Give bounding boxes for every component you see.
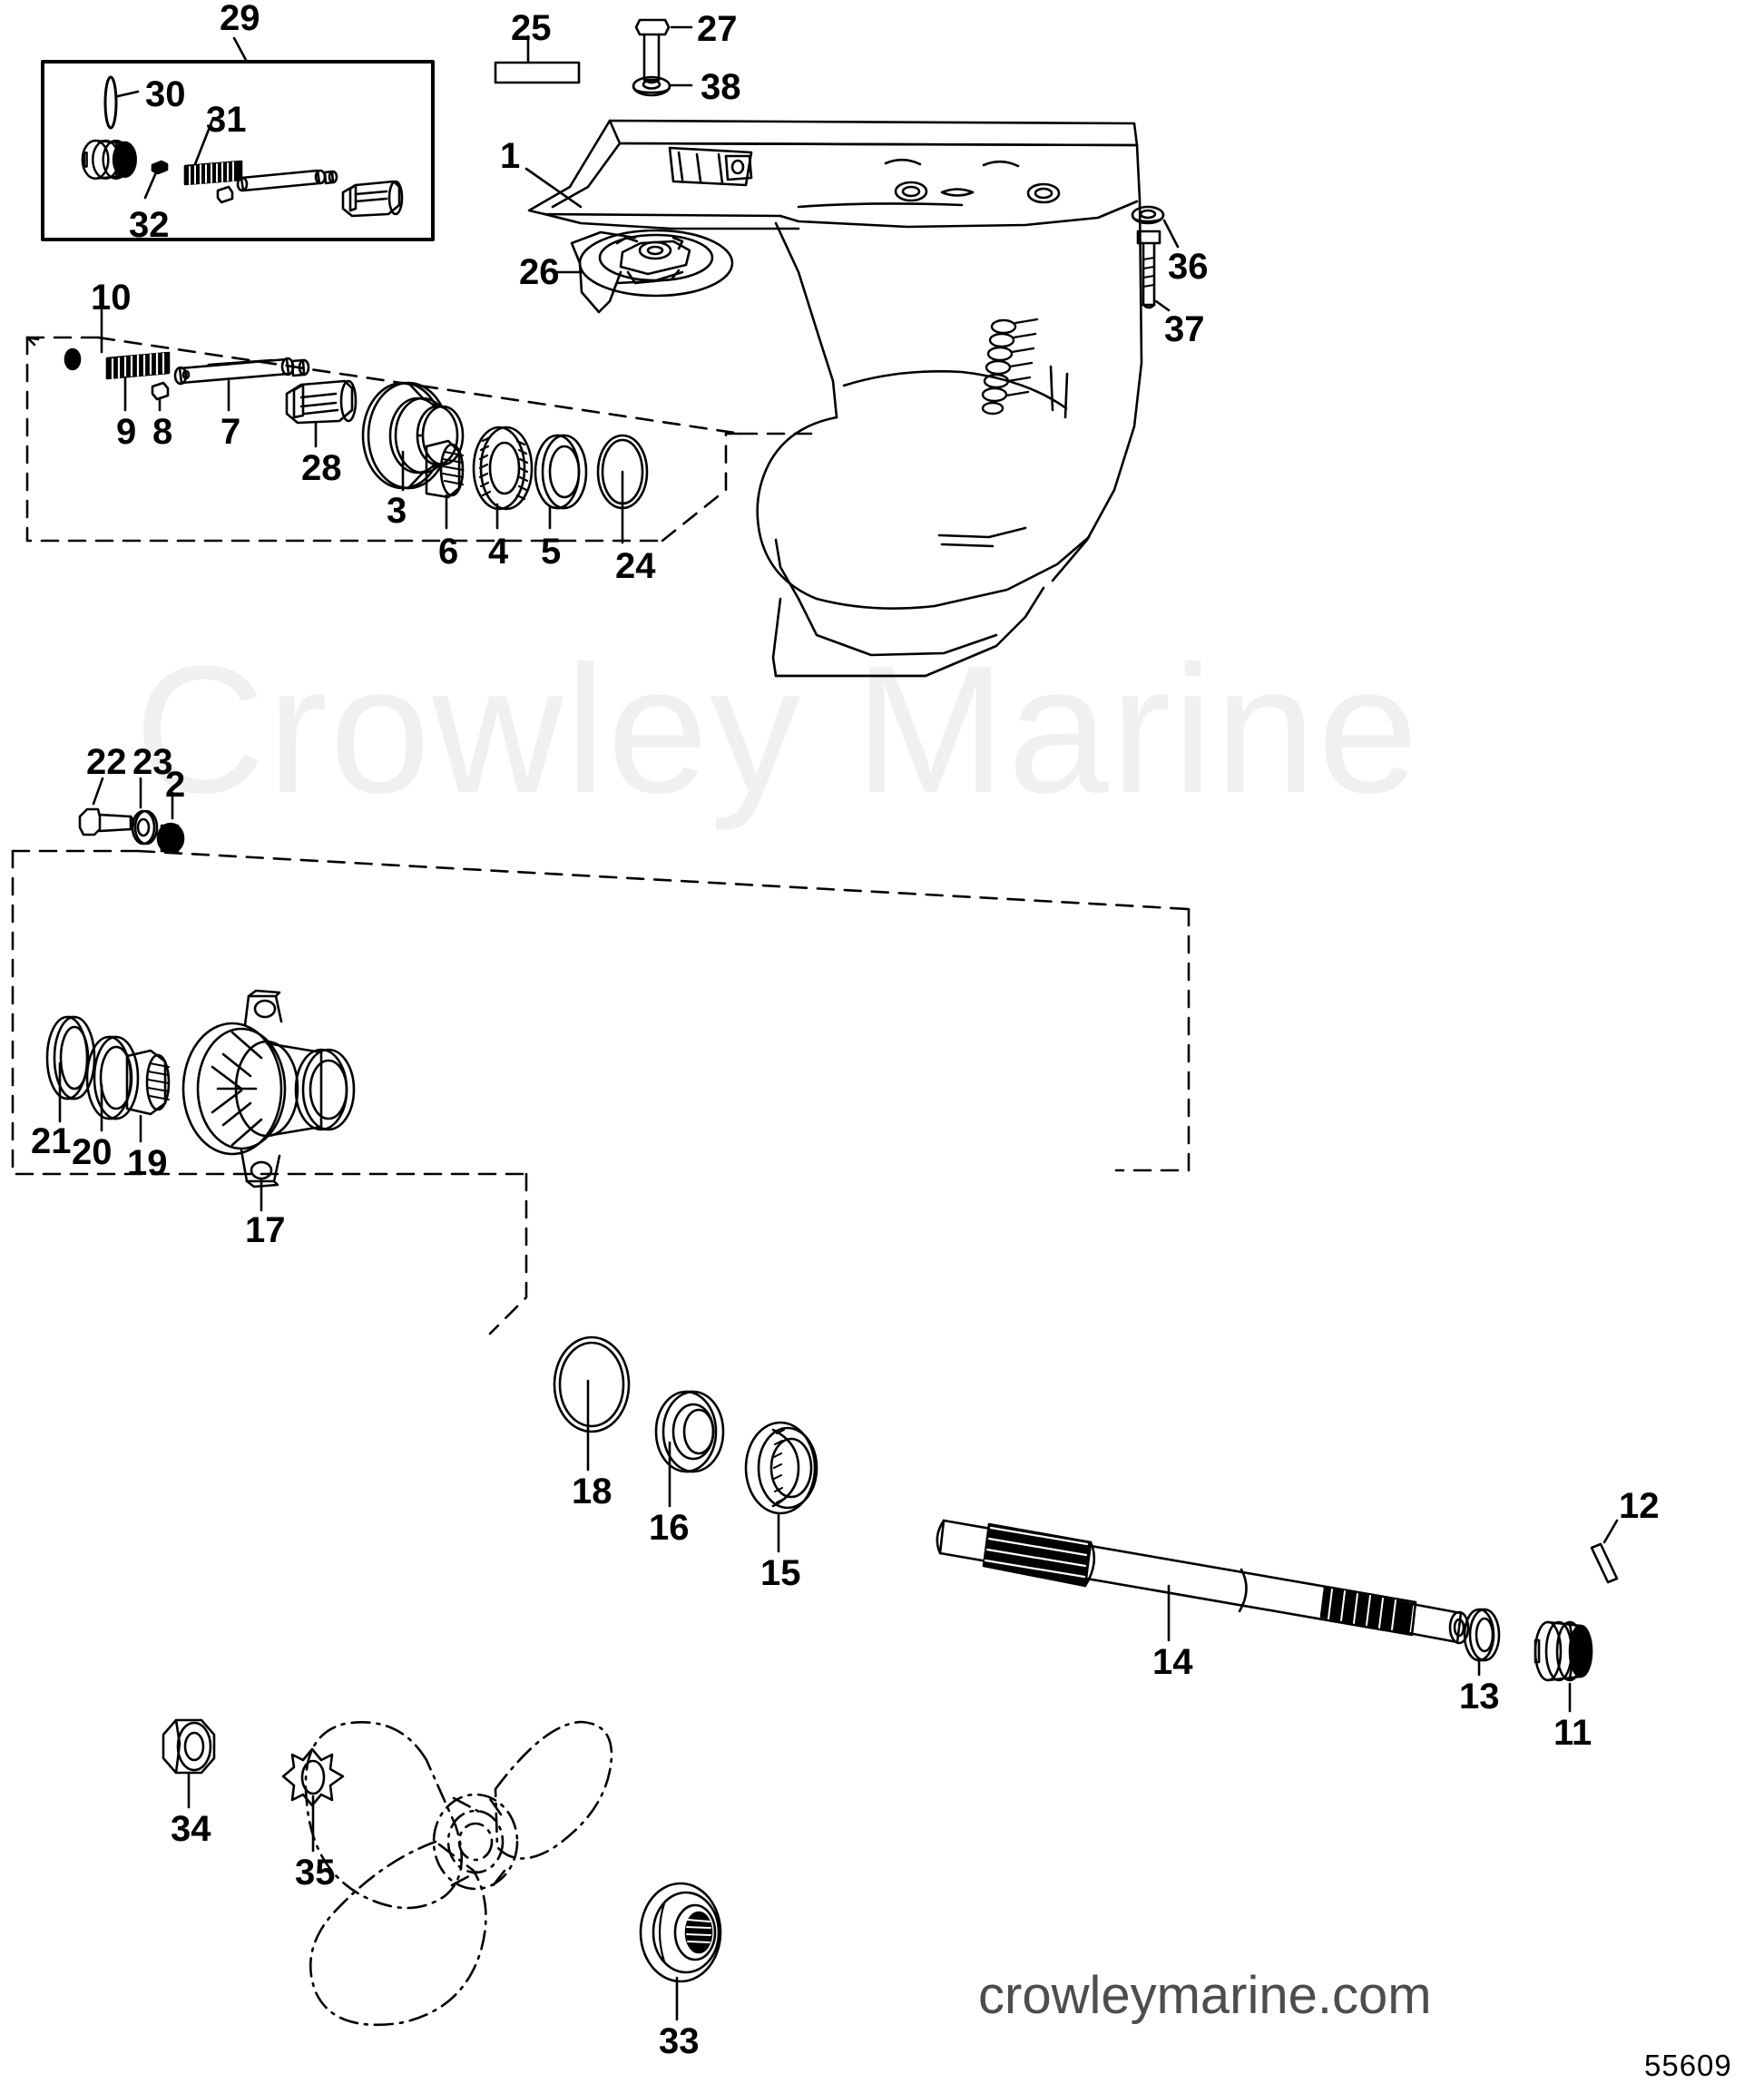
callout-35: 35	[295, 1853, 336, 1893]
callout-17: 17	[245, 1210, 286, 1250]
watermark-text: Crowley Marine	[134, 629, 1421, 831]
callout-20: 20	[72, 1132, 113, 1172]
callout-8: 8	[152, 412, 173, 452]
callout-27: 27	[697, 9, 738, 49]
drawing-number: 55609	[1644, 2049, 1732, 2082]
callout-36: 36	[1168, 247, 1209, 287]
callout-28: 28	[301, 448, 342, 488]
callout-32: 32	[129, 205, 170, 245]
callout-31: 31	[206, 100, 247, 140]
callout-5: 5	[541, 532, 562, 572]
callout-11: 11	[1553, 1713, 1592, 1753]
site-url-text: crowleymarine.com	[978, 1966, 1432, 2025]
callout-26: 26	[519, 252, 560, 292]
callout-30: 30	[145, 74, 186, 114]
callout-34: 34	[171, 1809, 211, 1849]
callout-4: 4	[488, 532, 509, 572]
callout-10: 10	[91, 278, 132, 318]
callout-29: 29	[220, 0, 260, 38]
callout-2: 2	[165, 765, 186, 805]
callout-16: 16	[649, 1508, 690, 1548]
callout-22: 22	[86, 742, 127, 782]
callout-12: 12	[1619, 1486, 1660, 1526]
callout-38: 38	[701, 67, 741, 107]
callout-37: 37	[1164, 309, 1205, 349]
callout-1: 1	[500, 136, 521, 176]
callout-33: 33	[659, 2021, 700, 2061]
callout-18: 18	[572, 1472, 612, 1511]
callout-19: 19	[127, 1143, 168, 1183]
callout-24: 24	[615, 546, 656, 586]
callout-6: 6	[438, 532, 459, 572]
callout-3: 3	[387, 491, 407, 531]
callout-25: 25	[511, 8, 552, 48]
callout-23: 23	[132, 742, 173, 782]
callout-15: 15	[760, 1553, 801, 1593]
callout-21: 21	[31, 1121, 72, 1161]
callout-14: 14	[1152, 1642, 1193, 1682]
callout-13: 13	[1459, 1677, 1500, 1716]
callout-9: 9	[116, 412, 137, 452]
callout-7: 7	[220, 412, 241, 452]
